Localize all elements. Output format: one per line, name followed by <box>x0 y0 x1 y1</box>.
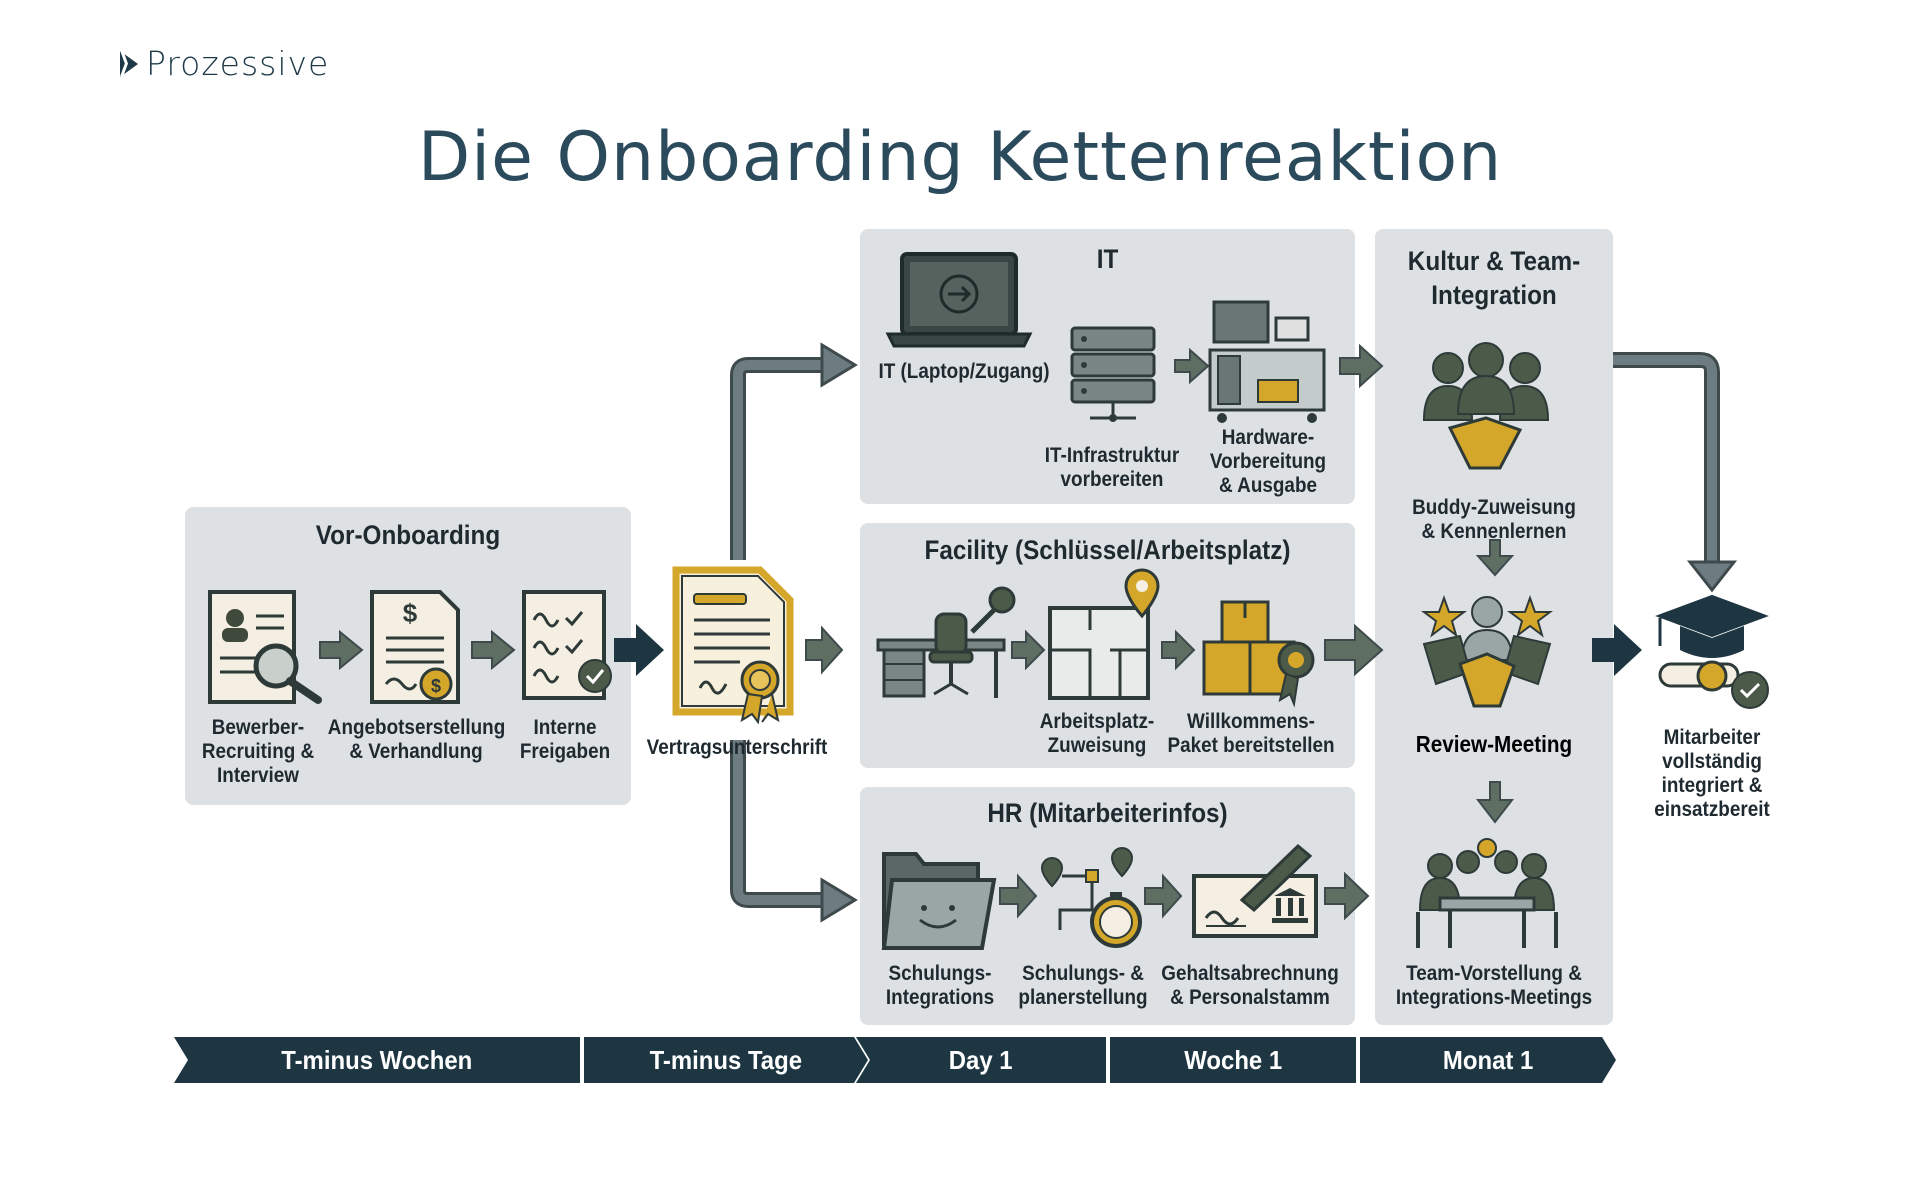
step-recruiting: Bewerber- Recruiting & Interview <box>201 716 315 787</box>
pre-onboarding-title: Vor-Onboarding <box>315 520 501 550</box>
chevron-right-icon <box>120 50 138 77</box>
step-it-infra: IT-Infrastruktur vorbereiten <box>1044 444 1180 491</box>
graduation-cap-icon <box>1655 594 1769 709</box>
step-culture-review: Review-Meeting <box>1415 731 1573 757</box>
step-arrows <box>319 343 1515 921</box>
timeline-label: Monat 1 <box>1442 1044 1534 1075</box>
approval-checklist-icon <box>522 590 612 700</box>
brand-name: Prozessive <box>146 44 330 83</box>
brand-logo: Prozessive <box>120 44 329 83</box>
step-hr-training: Schulungs- Integrations <box>885 962 995 1009</box>
it-title: IT <box>1096 244 1119 274</box>
timeline-segment: T-minus Tage <box>584 1037 868 1083</box>
step-hr-planning: Schulungs- & planerstellung <box>1018 962 1148 1009</box>
team-meeting-icon <box>1416 838 1558 948</box>
route-compass-icon <box>1040 846 1142 948</box>
laptop-icon <box>885 252 1033 348</box>
timeline-label: T-minus Tage <box>649 1044 803 1075</box>
arrow-head-result <box>1686 560 1738 593</box>
culture-title: Kultur & Team- Integration <box>1407 246 1581 310</box>
timeline-segment: Monat 1 <box>1360 1037 1616 1083</box>
welcome-package-icon <box>1202 600 1315 708</box>
server-rack-icon <box>1070 326 1156 422</box>
step-culture-buddy: Buddy-Zuweisung & Kennenlernen <box>1412 496 1576 543</box>
timeline-segment: Day 1 <box>856 1037 1106 1083</box>
step-approvals: Interne Freigaben <box>519 716 611 763</box>
arrow-head-hr <box>820 877 858 923</box>
step-hr-payroll: Gehaltsabrechnung & Personalstamm <box>1161 962 1339 1009</box>
step-it-laptop: IT (Laptop/Zugang) <box>878 360 1050 383</box>
page-title: Die Onboarding Kettenreaktion <box>417 118 1503 197</box>
arrow-head-it <box>820 342 858 388</box>
team-handshake-icon <box>1422 342 1550 470</box>
timeline-label: T-minus Wochen <box>281 1044 473 1075</box>
contract-document-icon <box>672 566 794 725</box>
step-offer: Angebotserstellung & Verhandlung <box>327 716 506 763</box>
offer-document-icon: $ $ <box>370 590 460 704</box>
desk-chair-key-icon <box>876 586 1016 698</box>
resume-search-icon <box>208 590 322 704</box>
step-it-hardware: Hardware- Vorbereitung & Ausgabe <box>1209 426 1327 497</box>
hr-title: HR (Mitarbeiterinfos) <box>987 798 1228 828</box>
step-facility-workplace: Arbeitsplatz- Zuweisung <box>1039 710 1155 757</box>
facility-title: Facility (Schlüssel/Arbeitsplatz) <box>924 535 1291 565</box>
step-culture-team: Team-Vorstellung & Integrations-Meetings <box>1395 962 1593 1009</box>
review-stars-icon <box>1421 595 1553 708</box>
hardware-cart-icon <box>1208 300 1326 423</box>
folder-smile-icon <box>881 852 997 950</box>
floor-plan-pin-icon <box>1048 568 1160 700</box>
svg-text:$: $ <box>403 598 418 628</box>
svg-text:$: $ <box>431 676 441 696</box>
timeline-label: Woche 1 <box>1184 1044 1282 1075</box>
step-contract: Vertragsunterschrift <box>646 736 828 759</box>
result-label: Mitarbeiter vollständig integriert & ein… <box>1654 726 1770 821</box>
timeline-segment: T-minus Wochen <box>174 1037 580 1083</box>
step-facility-welcome: Willkommens- Paket bereitstellen <box>1167 710 1335 757</box>
timeline-segment: Woche 1 <box>1110 1037 1356 1083</box>
timeline-label: Day 1 <box>949 1044 1013 1075</box>
payroll-check-icon <box>1192 843 1318 938</box>
